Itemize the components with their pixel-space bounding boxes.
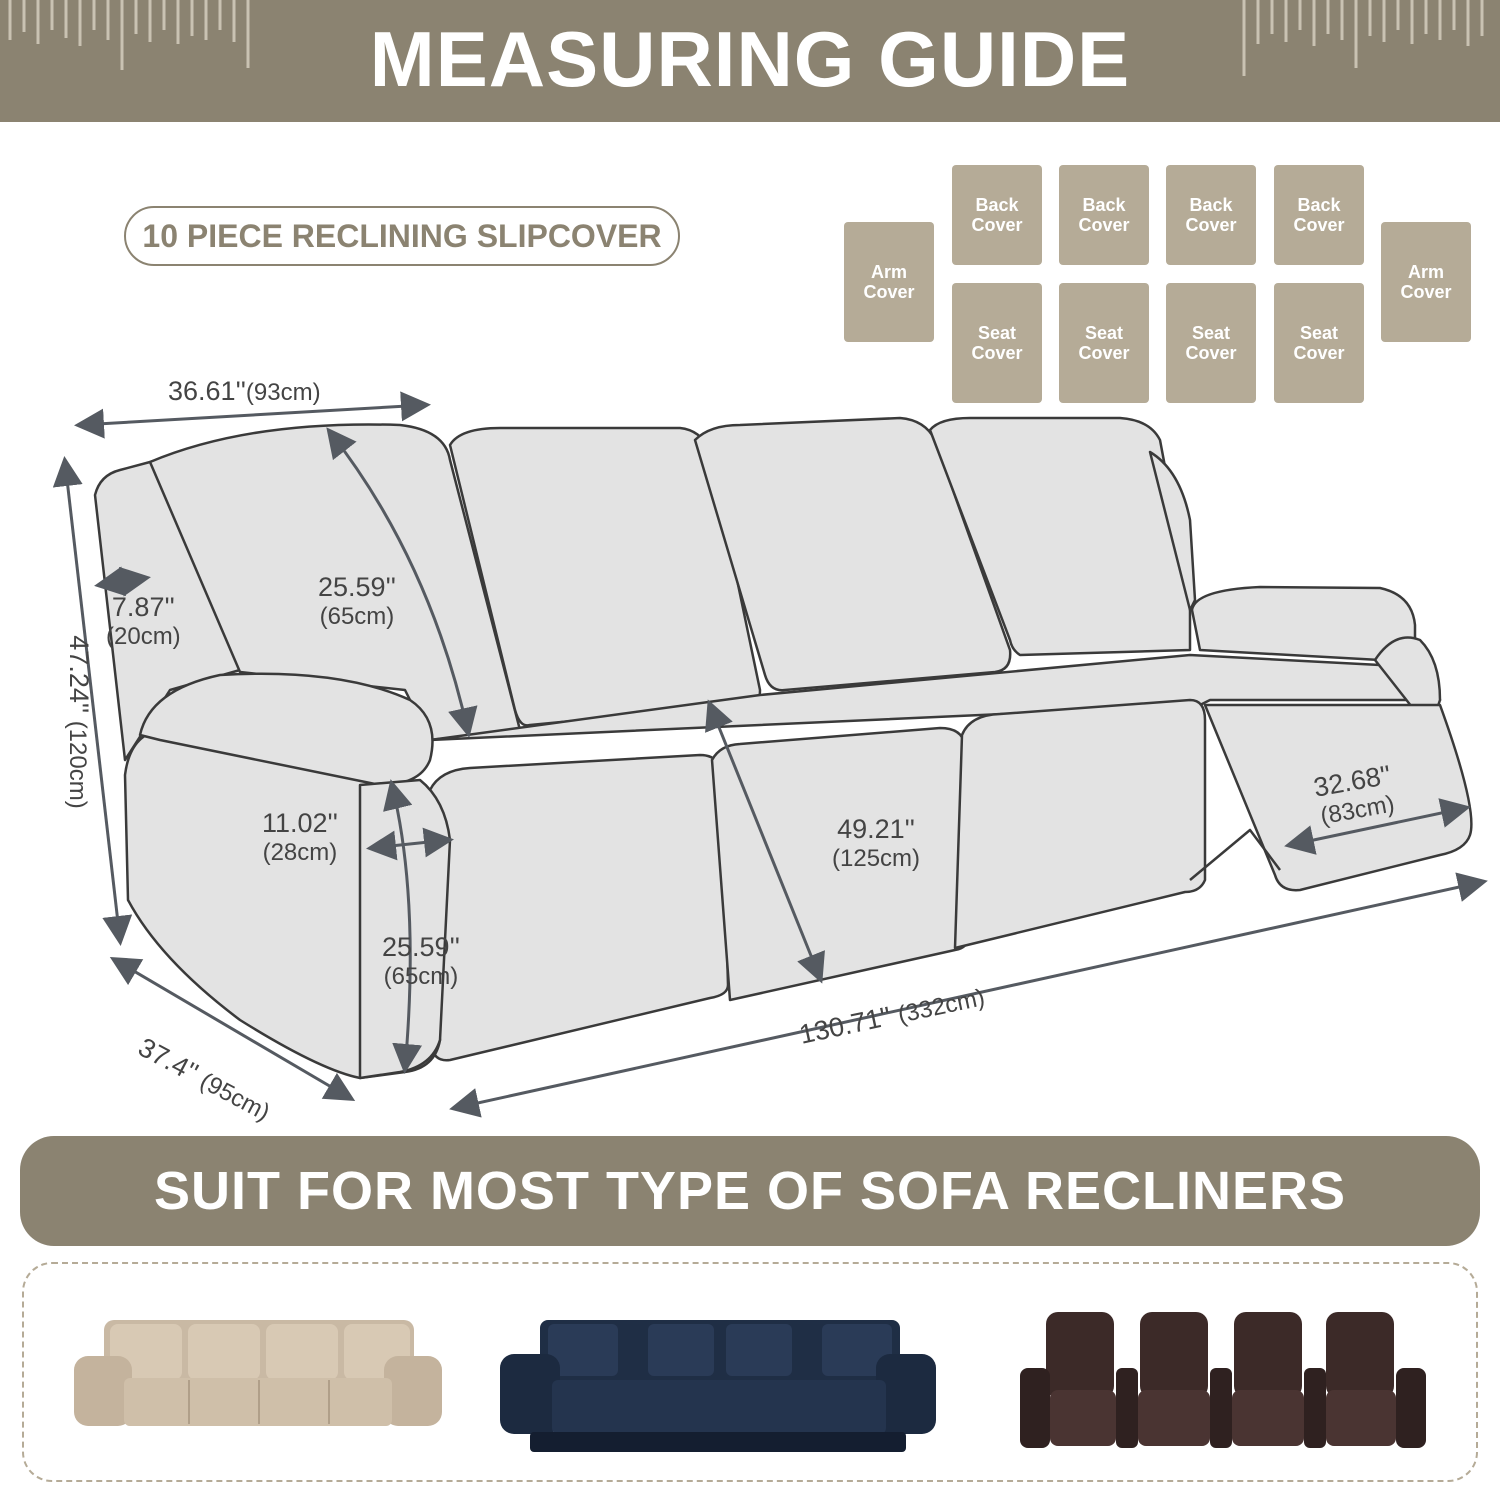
- piece-seat-2: Seat Cover: [1059, 283, 1149, 403]
- right-arm: [1190, 585, 1417, 662]
- seat-front-3: [953, 698, 1207, 950]
- dim-total-height-cm: (120cm): [64, 720, 91, 809]
- left-arm-side: [358, 778, 452, 1080]
- piece-back-1: Back Cover: [952, 165, 1042, 265]
- dim-arm-front: 25.59'' (65cm): [382, 932, 460, 992]
- dim-back-height: 25.59'' (65cm): [318, 572, 396, 632]
- dim-arm-width-cm: (28cm): [262, 839, 338, 866]
- sofa-photo-navy: [500, 1320, 936, 1452]
- piece-arm-right: Arm Cover: [1381, 222, 1471, 342]
- dim-seat-depth-in: 49.21'': [837, 814, 915, 844]
- piece-back-2: Back Cover: [1059, 165, 1149, 265]
- dim-back-height-in: 25.59'': [318, 572, 396, 602]
- dim-arm-width: 11.02'' (28cm): [262, 808, 338, 868]
- footrest-bracket: [1189, 828, 1281, 881]
- header-band: MEASURING GUIDE: [0, 0, 1500, 122]
- dim-arm-top: 7.87'' (20cm): [106, 592, 181, 652]
- suitability-banner: SUIT FOR MOST TYPE OF SOFA RECLINERS: [20, 1136, 1480, 1246]
- back-cushion-3: [693, 416, 1012, 692]
- arrow-total-height: [52, 456, 133, 946]
- dim-arm-front-cm: (65cm): [383, 963, 459, 990]
- piece-seat-3: Seat Cover: [1166, 283, 1256, 403]
- dim-arm-top-in: 7.87'': [111, 592, 175, 622]
- piece-seat-4: Seat Cover: [1274, 283, 1364, 403]
- sofa-photo-brown: [1020, 1312, 1426, 1448]
- arrow-footrest: [1284, 798, 1471, 855]
- page-title: MEASURING GUIDE: [369, 15, 1131, 103]
- dim-back-width-in: 36.61'': [168, 376, 246, 406]
- dim-arm-width-in: 11.02'': [262, 808, 338, 838]
- arrow-back-height: [326, 427, 478, 738]
- banner-text: SUIT FOR MOST TYPE OF SOFA RECLINERS: [153, 1161, 1347, 1221]
- dim-total-height-in: 47.24'': [64, 635, 94, 714]
- dim-back-width: 36.61''(93cm): [168, 376, 321, 408]
- decorative-lines-right: [1242, 0, 1484, 76]
- decorative-lines-left: [8, 0, 250, 70]
- back-cushion-4: [928, 416, 1192, 657]
- dim-seat-depth-cm: (125cm): [832, 845, 921, 872]
- sofa-photo-beige: [74, 1320, 442, 1426]
- dim-seat-depth: 49.21'' (125cm): [832, 814, 920, 874]
- piece-seat-1: Seat Cover: [952, 283, 1042, 403]
- dim-total-height: 47.24'' (120cm): [62, 612, 94, 832]
- dim-arm-front-in: 25.59'': [382, 932, 460, 962]
- product-badge: 10 PIECE RECLINING SLIPCOVER: [124, 206, 680, 266]
- piece-back-3: Back Cover: [1166, 165, 1256, 265]
- sofa-diagram: [52, 391, 1488, 1118]
- arrow-arm-top: [94, 566, 151, 597]
- dim-back-width-cm: (93cm): [245, 379, 321, 406]
- arrow-total-width: [449, 872, 1488, 1118]
- arrow-depth: [109, 956, 356, 1102]
- arrow-back-width: [74, 391, 431, 439]
- piece-arm-left: Arm Cover: [844, 222, 934, 342]
- seat-front-1: [428, 753, 730, 1062]
- arrow-arm-front: [383, 779, 423, 1074]
- piece-back-4: Back Cover: [1274, 165, 1364, 265]
- right-wing: [1148, 450, 1197, 612]
- dim-back-height-cm: (65cm): [319, 603, 395, 630]
- back-cushion-2: [448, 426, 762, 727]
- dim-arm-top-cm: (20cm): [106, 623, 181, 650]
- example-sofas: [22, 1262, 1478, 1482]
